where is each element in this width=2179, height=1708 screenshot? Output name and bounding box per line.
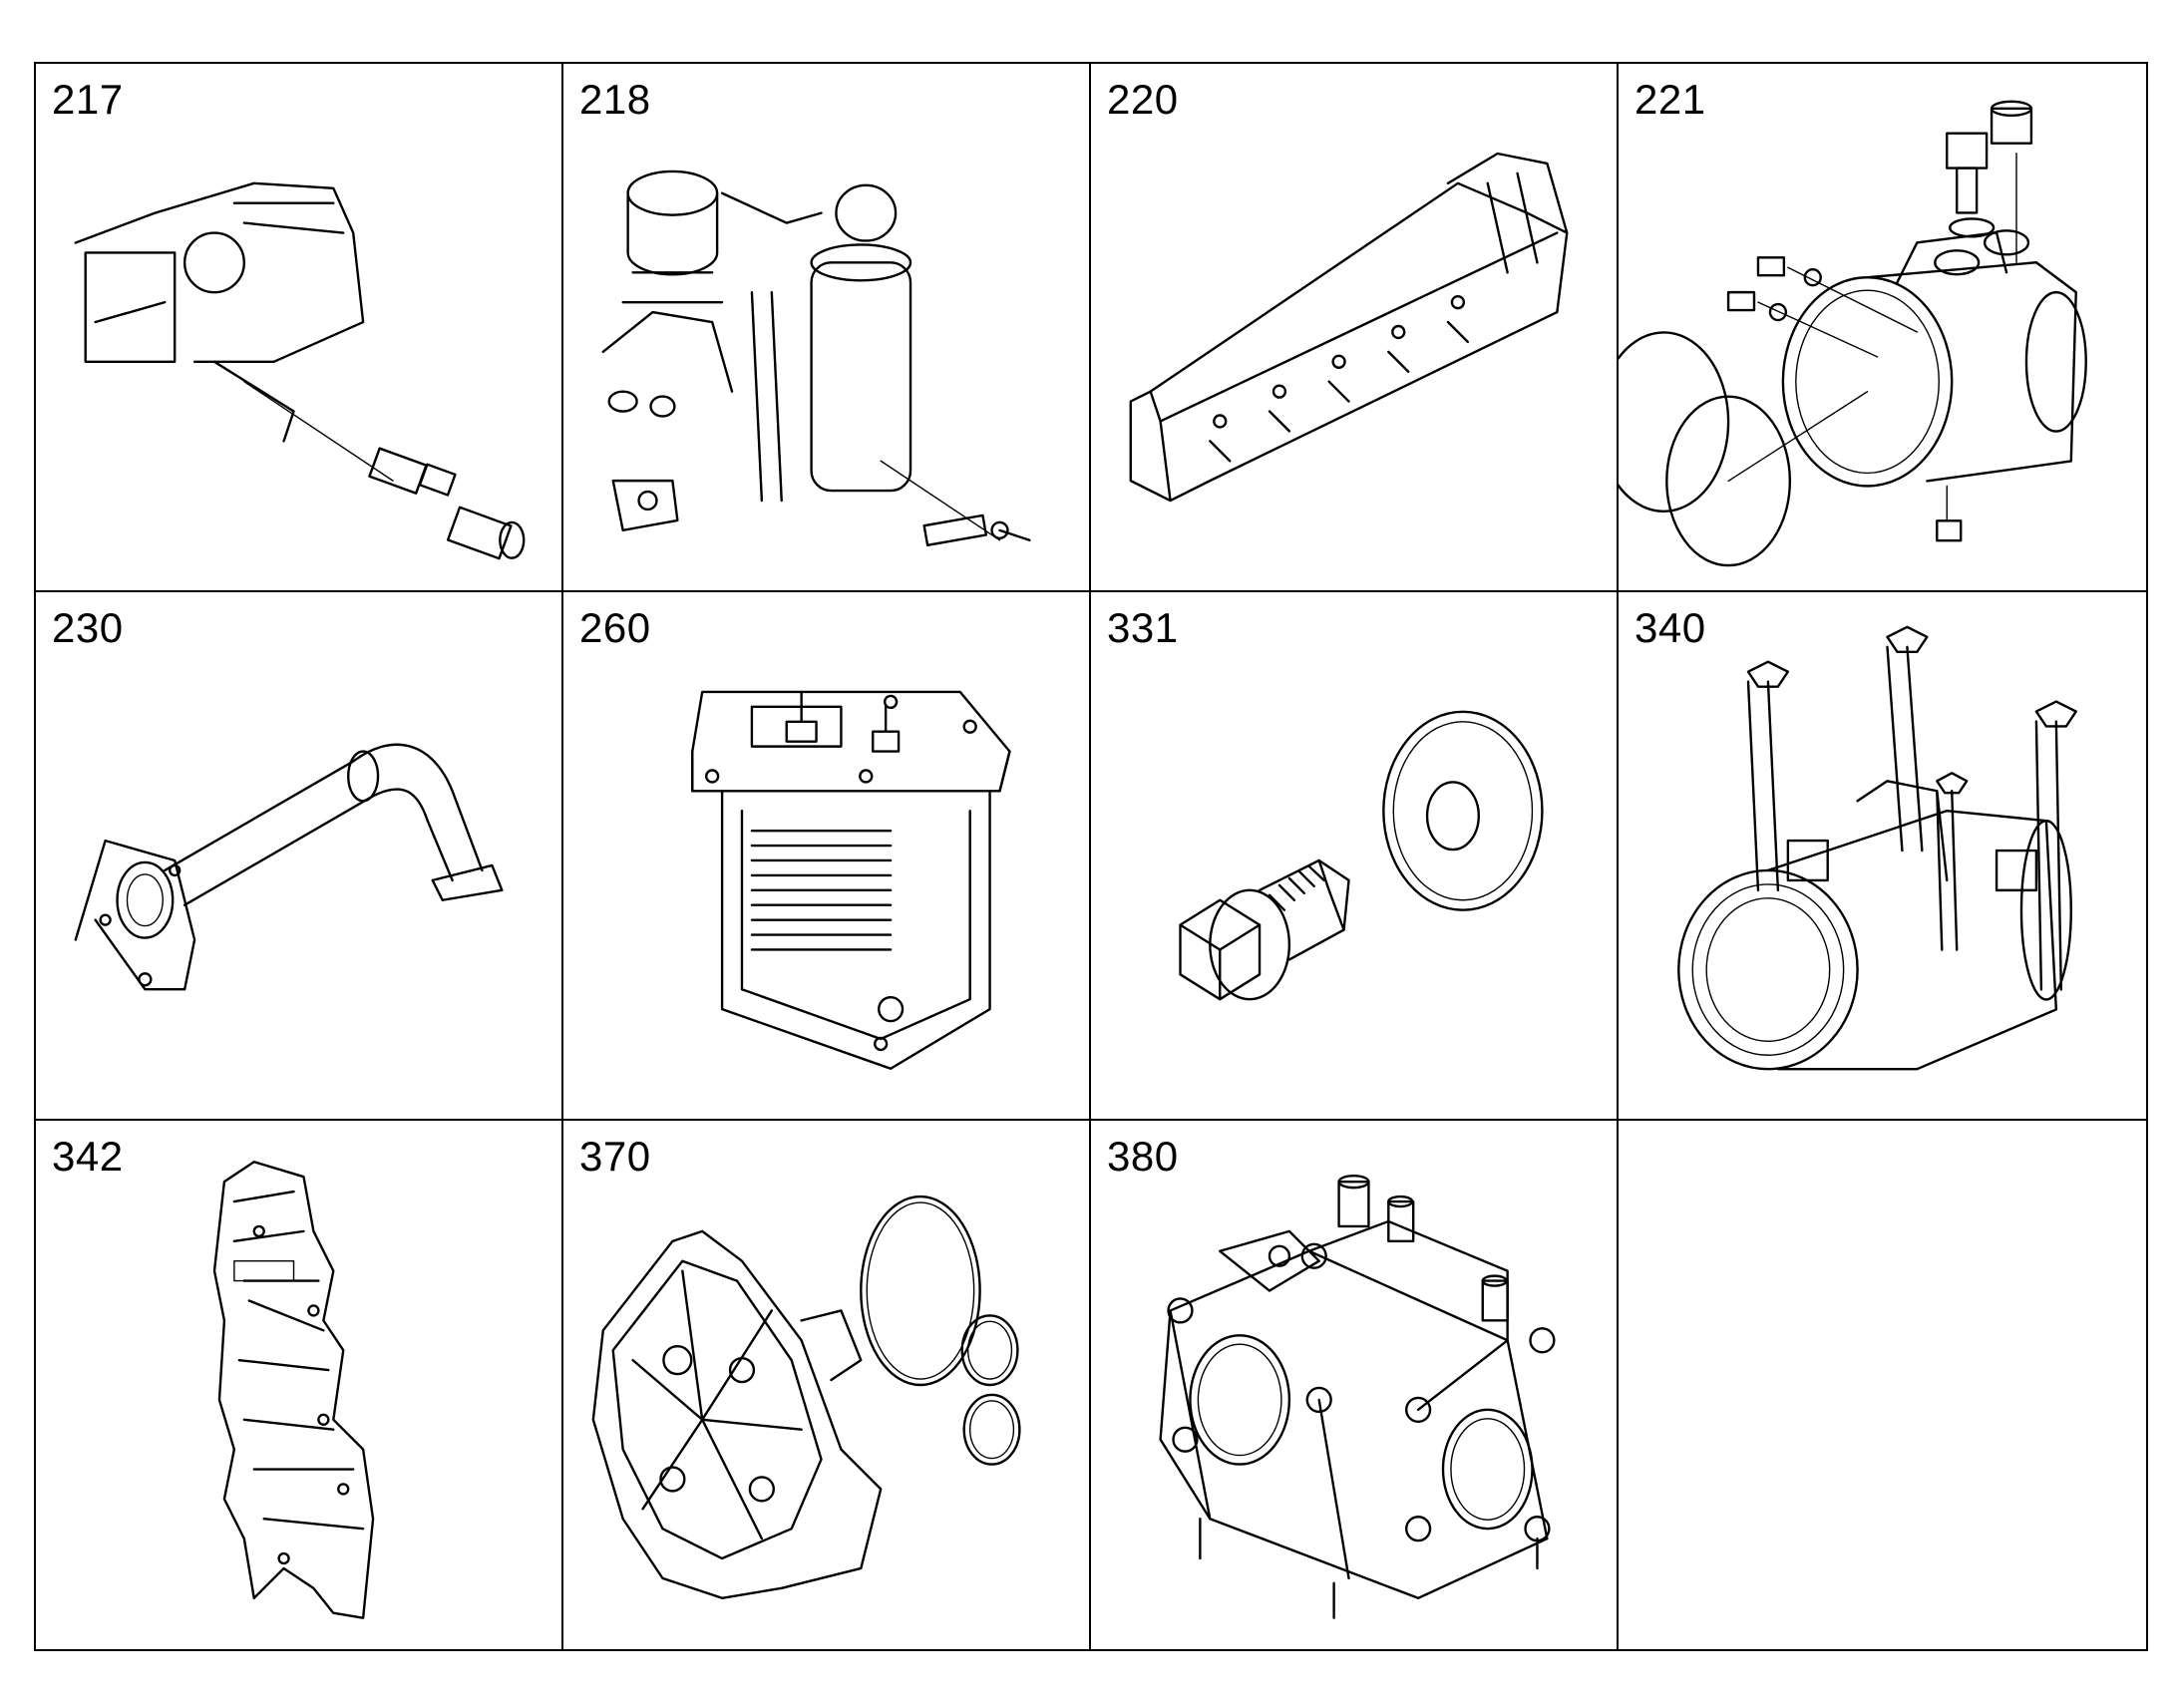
filter-assembly-icon [601,170,1031,547]
part-cell-230[interactable]: 230 [36,592,563,1121]
cover-plate-icon [212,1161,375,1619]
cover-with-seals-icon [591,1195,1021,1599]
part-cell-340[interactable]: 340 [1619,592,2146,1121]
part-cell-380[interactable]: 380 [1091,1121,1619,1649]
housing-with-plugs-icon [1619,100,2087,567]
part-number: 342 [52,1133,124,1180]
ac-compressor-icon [1677,625,2077,1071]
fuel-pump-fitting-icon [74,181,526,560]
exhaust-pipe-icon [74,743,504,991]
part-number: 217 [52,76,124,123]
parts-grid: 217 218 [34,62,2148,1651]
part-cell-342[interactable]: 342 [36,1121,563,1649]
valve-housing-icon [1159,1175,1556,1619]
part-cell-221[interactable]: 221 [1619,64,2146,592]
heater-element-icon [691,690,1011,1070]
part-number: 260 [579,604,651,651]
empty-cell [1619,1121,2146,1649]
part-number: 380 [1107,1133,1179,1180]
part-number: 340 [1634,604,1706,651]
part-cell-220[interactable]: 220 [1091,64,1619,592]
part-cell-217[interactable]: 217 [36,64,563,592]
part-cell-331[interactable]: 331 [1091,592,1619,1121]
part-cell-260[interactable]: 260 [563,592,1091,1121]
part-number: 370 [579,1133,651,1180]
part-number: 218 [579,76,651,123]
part-cell-218[interactable]: 218 [563,64,1091,592]
part-number: 220 [1107,76,1179,123]
part-cell-370[interactable]: 370 [563,1121,1091,1649]
part-number: 331 [1107,604,1179,651]
bolt-and-washer-icon [1179,710,1544,1001]
part-number: 230 [52,604,124,651]
intake-manifold-icon [1129,152,1569,503]
part-number: 221 [1634,76,1706,123]
